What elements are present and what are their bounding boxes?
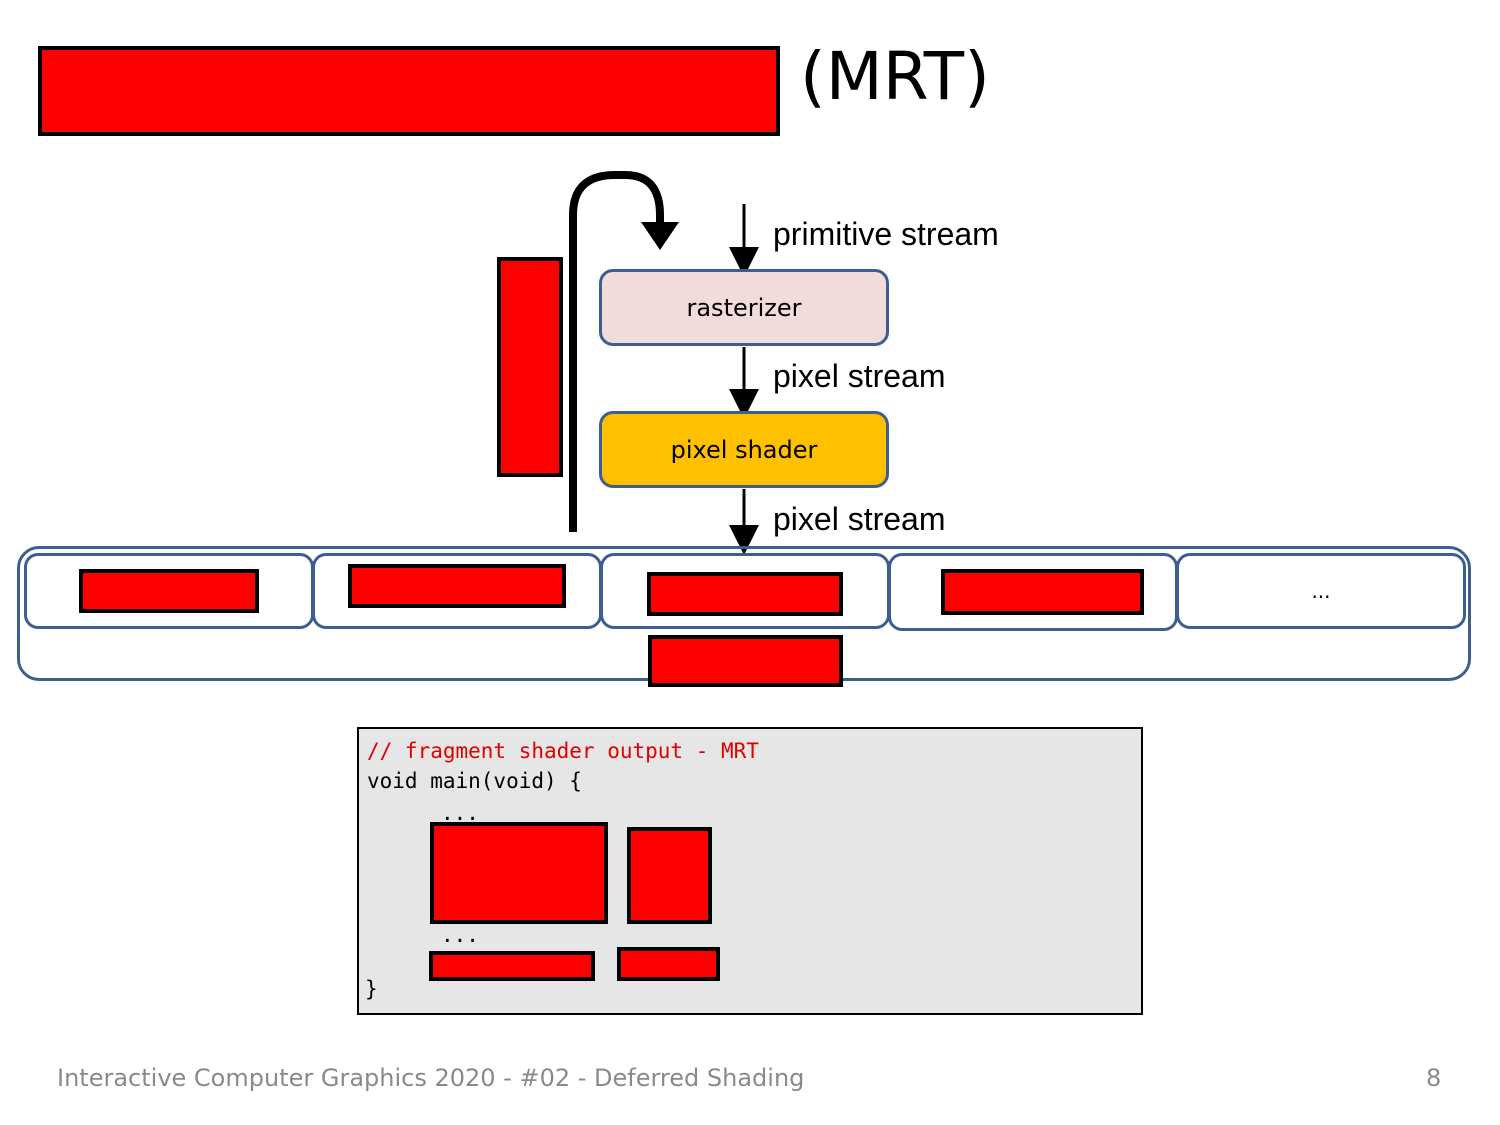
rasterizer-label: rasterizer [686, 293, 802, 322]
pixel-stream-label-1: pixel stream [773, 358, 946, 394]
code-output-n-redaction [429, 951, 595, 981]
feedback-loop-arrowhead [641, 222, 679, 250]
more-targets-ellipsis: ... [1311, 579, 1331, 603]
render-target-cell-1 [24, 553, 314, 629]
shader-code-block: // fragment shader output - MRT void mai… [357, 727, 1143, 1015]
slide-title-suffix: (MRT) [800, 38, 990, 115]
code-ellipsis-1: ... [441, 801, 479, 825]
code-closing-brace: } [365, 977, 378, 1001]
rasterizer-stage: rasterizer [599, 269, 889, 346]
code-values-redaction [627, 827, 712, 924]
pixel-shader-label: pixel shader [670, 435, 818, 464]
code-ellipsis-2: ... [441, 923, 479, 947]
side-label-redaction [497, 257, 563, 477]
render-target-1-redaction [79, 569, 259, 613]
code-value-n-redaction [617, 947, 720, 981]
render-target-cell-3 [600, 553, 890, 629]
title-redaction [38, 46, 780, 136]
footer-page-number: 8 [1426, 1064, 1442, 1092]
footer-course-title: Interactive Computer Graphics 2020 - #02… [57, 1064, 805, 1092]
pipeline-arrows [569, 171, 759, 555]
pixel-stream-label-2: pixel stream [773, 501, 946, 537]
render-target-cell-more: ... [1176, 553, 1466, 629]
feedback-loop-arrow [569, 171, 664, 532]
render-target-2-redaction [348, 564, 566, 608]
buffer-label-redaction [648, 635, 843, 687]
pixel-shader-stage: pixel shader [599, 411, 889, 488]
render-target-4-redaction [940, 569, 1144, 615]
code-signature: void main(void) { [367, 769, 582, 793]
render-target-cell-4 [888, 553, 1178, 631]
render-target-cell-2 [312, 553, 602, 629]
render-target-3-redaction [647, 572, 843, 616]
code-comment: // fragment shader output - MRT [367, 739, 759, 763]
code-outputs-redaction [430, 822, 608, 924]
primitive-stream-label: primitive stream [773, 216, 999, 252]
